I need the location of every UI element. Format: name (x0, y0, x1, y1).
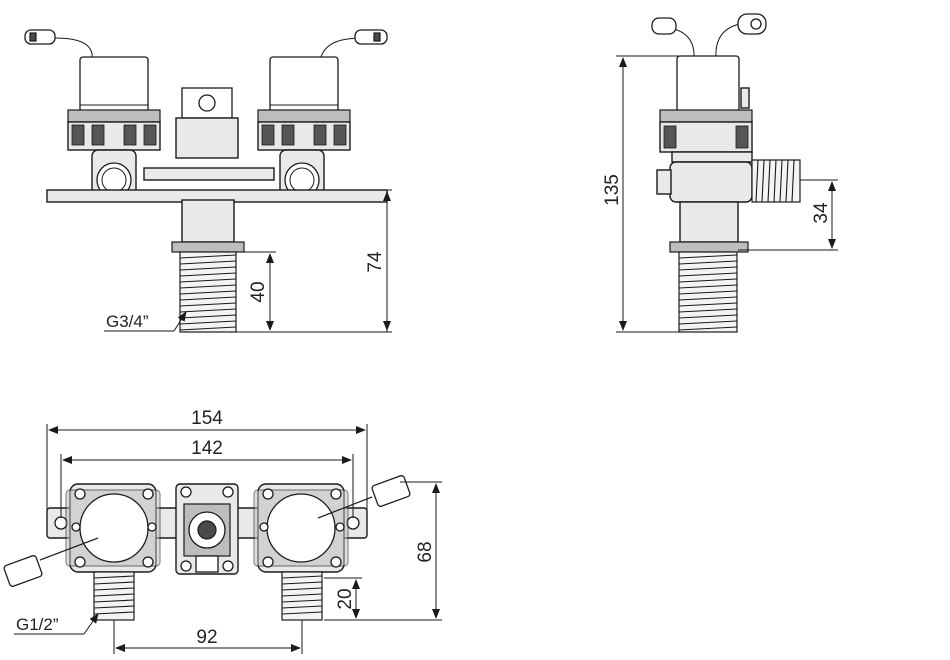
dim-side-outlet-height: 34 (811, 202, 832, 224)
inlet-thread-side (678, 251, 738, 333)
dim-top-overall-width: 154 (191, 408, 223, 429)
solenoid-coil-right (269, 56, 339, 113)
solenoid-coil-left (79, 56, 149, 113)
dim-side-total-height: 135 (602, 174, 623, 206)
dim-top-depth: 68 (415, 541, 436, 562)
dim-top-outlet-length: 20 (335, 588, 356, 609)
side-outlet-thread (751, 159, 801, 203)
cable-connector-left (24, 29, 56, 45)
valve-left-top (65, 483, 161, 573)
dim-top-outlet-spacing: 92 (196, 627, 217, 648)
thread-label-main-inlet: G3/4” (106, 312, 149, 331)
front-view: 74 40 G3/4” (24, 29, 392, 333)
thread-label-side-outlets: G1/2” (16, 615, 59, 634)
center-block-top (175, 483, 239, 575)
cable-connector-right (354, 29, 388, 45)
dim-front-thread-length: 40 (248, 281, 269, 302)
top-view: 154 142 68 20 92 G1/2” (3, 408, 442, 654)
dim-front-total-height: 74 (365, 251, 386, 273)
cable-connector-top-right (371, 475, 411, 507)
dim-top-hole-spacing: 142 (191, 438, 223, 459)
outlet-thread-right-top (281, 571, 323, 621)
side-view: 135 34 (602, 13, 838, 333)
cable-connector-top-left (3, 555, 43, 587)
cable-connector-side-b (737, 13, 767, 35)
cable-connector-side-a (651, 17, 677, 35)
valve-right-top (253, 483, 349, 573)
inlet-thread-front (179, 251, 237, 333)
outlet-thread-left-top (93, 571, 135, 621)
